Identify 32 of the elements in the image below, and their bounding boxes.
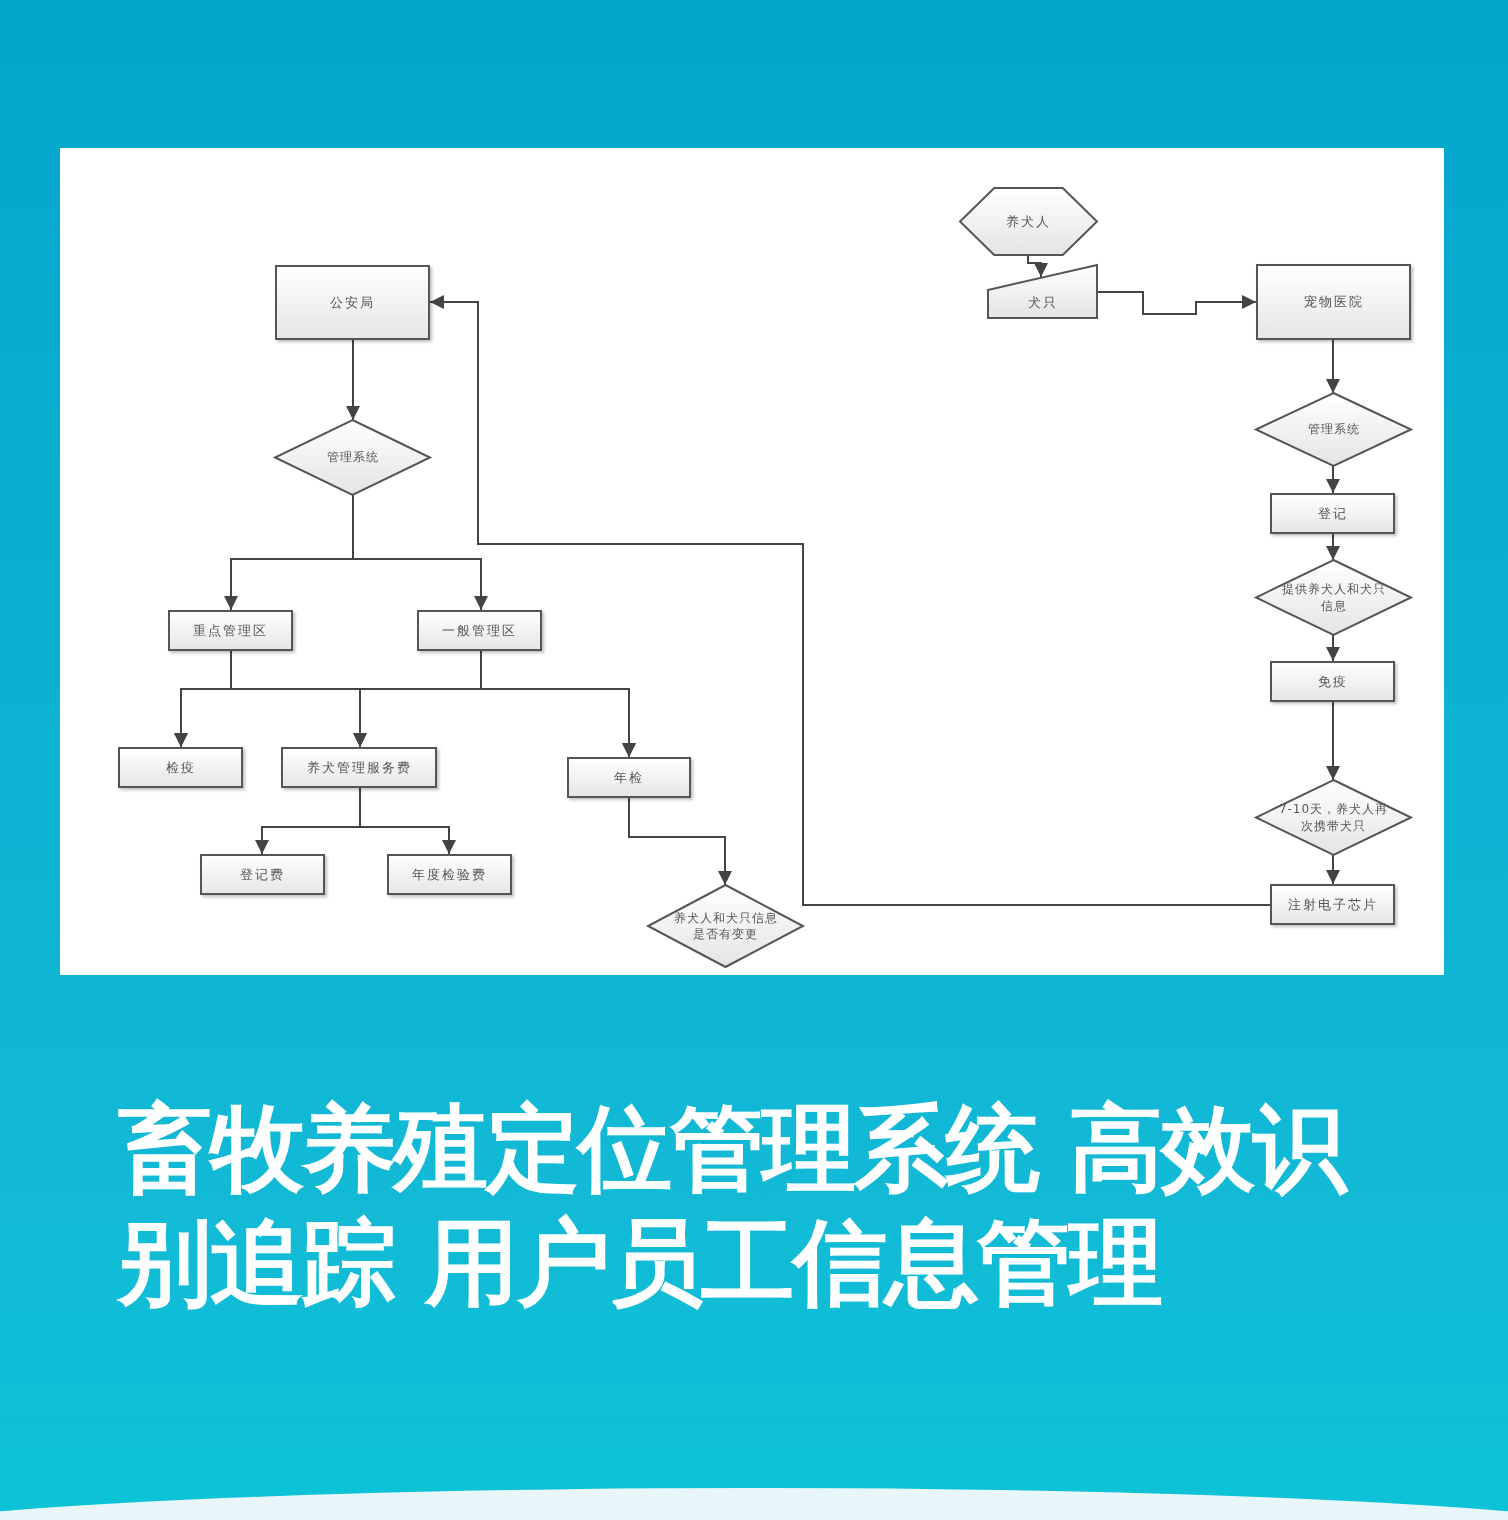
arrow bbox=[1326, 701, 1340, 781]
process-box: 注射电子芯片 bbox=[1270, 884, 1395, 925]
arrow bbox=[1326, 465, 1340, 494]
process-box: 养犬管理服务费 bbox=[281, 747, 437, 788]
process-box: 年度检验费 bbox=[387, 854, 512, 895]
arrow bbox=[352, 494, 488, 611]
manual-input-shape: 犬只 bbox=[988, 265, 1097, 318]
arrow bbox=[429, 295, 1271, 906]
arrow bbox=[1326, 854, 1340, 885]
process-box: 公安局 bbox=[275, 265, 430, 340]
arrow bbox=[1326, 634, 1340, 662]
process-box: 登记费 bbox=[200, 854, 325, 895]
decision-diamond: 养犬人和犬只信息是否有变更 bbox=[648, 885, 803, 967]
decision-diamond: 提供养犬人和犬只信息 bbox=[1256, 560, 1411, 635]
decision-diamond: 7-10天，养犬人再次携带犬只 bbox=[1256, 780, 1411, 855]
process-box: 一般管理区 bbox=[417, 610, 542, 651]
arrow bbox=[359, 787, 456, 855]
arrow bbox=[1326, 339, 1340, 394]
process-box: 免疫 bbox=[1270, 661, 1395, 702]
decision-diamond: 管理系统 bbox=[275, 420, 430, 495]
process-box: 登记 bbox=[1270, 493, 1395, 534]
process-box: 重点管理区 bbox=[168, 610, 293, 651]
arrow bbox=[1027, 254, 1048, 278]
process-box: 年检 bbox=[567, 757, 691, 798]
arrow bbox=[1326, 533, 1340, 561]
decision-diamond: 管理系统 bbox=[1256, 393, 1411, 466]
arrow bbox=[346, 339, 360, 421]
hexagon-node: 养犬人 bbox=[960, 188, 1097, 255]
arrow bbox=[628, 797, 732, 886]
title: 畜牧养殖定位管理系统 高效识别追踪 用户员工信息管理 bbox=[118, 1092, 1408, 1320]
process-box: 宠物医院 bbox=[1256, 264, 1411, 340]
process-box: 检疫 bbox=[118, 747, 243, 788]
